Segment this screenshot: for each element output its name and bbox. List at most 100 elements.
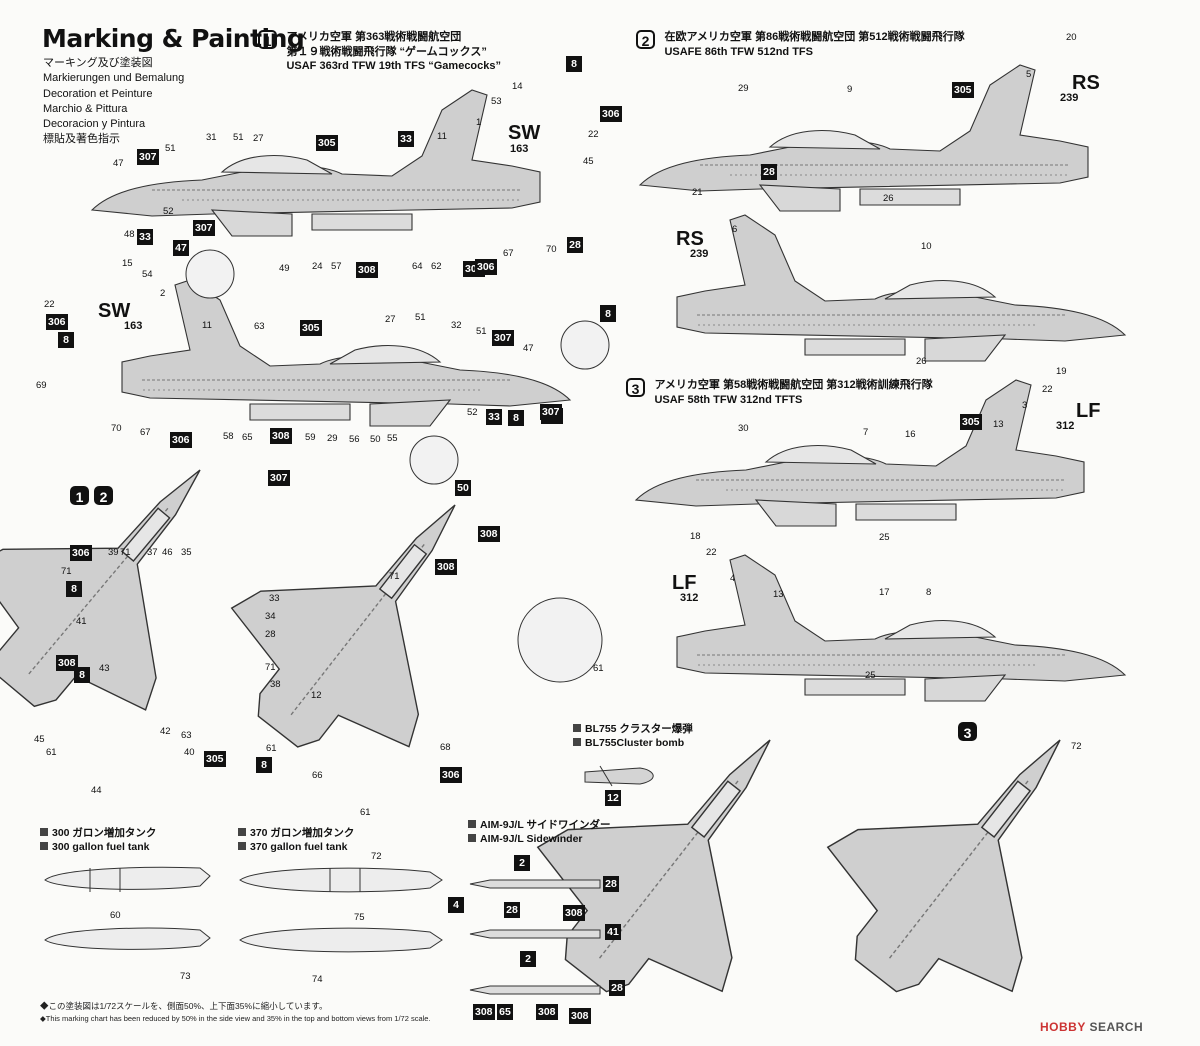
callout-number: 11 [202, 320, 212, 331]
callout-number: 22 [706, 547, 717, 558]
callout-number: 64 [412, 261, 423, 272]
callout-number: 37 [147, 547, 158, 558]
callout-number: 49 [279, 263, 290, 274]
color-tag: 33 [137, 229, 153, 245]
callout-number: 69 [36, 380, 47, 391]
section-3-title-en: USAF 58th TFW 312nd TFTS [654, 393, 803, 406]
color-tag: 2 [514, 855, 530, 871]
callout-number: 25 [879, 532, 890, 543]
color-tag: 50 [455, 480, 471, 496]
tank370-legend: 370 ガロン増加タンク 370 gallon fuel tank [238, 826, 354, 854]
callout-number: 56 [349, 434, 360, 445]
watermark-suffix: SEARCH [1089, 1020, 1144, 1034]
fuel-tanks-370 [239, 867, 443, 953]
badge-3: 3 [958, 722, 977, 741]
tail-code-s2-upper: RS [1072, 72, 1100, 94]
watermark-brand: HOBBY [1040, 1020, 1086, 1034]
section-2-title-en: USAFE 86th TFW 512nd TFS [664, 45, 813, 58]
callout-number: 5 [1026, 69, 1032, 80]
callout-number: 60 [110, 910, 121, 921]
lang-fr: Decoration et Peinture [43, 87, 153, 100]
callout-number: 71 [120, 547, 131, 558]
section-1-number: 1 [258, 30, 277, 49]
s1-side-view-lower [121, 279, 571, 427]
callout-number: 73 [180, 971, 191, 982]
color-tag: 28 [761, 164, 777, 180]
callout-number: 17 [879, 587, 890, 598]
color-tag: 308 [356, 262, 378, 278]
color-tag: 307 [268, 470, 290, 486]
color-tag: 41 [605, 924, 621, 940]
callout-number: 4 [730, 573, 736, 584]
callout-number: 9 [847, 84, 853, 95]
tank370-label-jp: 370 ガロン増加タンク [250, 827, 355, 839]
sidewinder-missiles [469, 879, 601, 995]
callout-number: 48 [124, 229, 135, 240]
color-tag: 307 [540, 404, 562, 420]
tail-code-s1-lower: SW [98, 300, 131, 322]
color-tag: 305 [316, 135, 338, 151]
callout-number: 70 [546, 244, 557, 255]
footnote-jp: ◆この塗装図は1/72スケールを、側面50%、上下面35%に縮小しています。 [40, 1001, 328, 1011]
callout-number: 26 [916, 356, 927, 367]
sidewinder-legend: AIM-9J/L サイドワインダー AIM-9J/L Sidewinder [468, 818, 610, 846]
callout-number: 29 [738, 83, 749, 94]
section-2-number: 2 [636, 30, 655, 49]
callout-number: 27 [385, 314, 396, 325]
callout-number: 42 [160, 726, 171, 737]
section-2-header: 2 在欧アメリカ空軍 第86戦術戦闘航空団 第512戦術戦闘飛行隊 USAFE … [636, 30, 965, 60]
callout-number: 71 [265, 662, 276, 673]
callout-number: 13 [993, 419, 1004, 430]
callout-number: 74 [312, 974, 323, 985]
lang-es: Decoracion y Pintura [43, 118, 146, 131]
callout-number: 68 [440, 742, 451, 753]
callout-number: 22 [44, 299, 55, 310]
color-tag: 33 [398, 131, 414, 147]
callout-number: 22 [1042, 384, 1053, 395]
lang-it: Marchio & Pittura [43, 102, 128, 115]
color-tag: 8 [508, 410, 524, 426]
callout-number: 6 [732, 224, 738, 235]
section-3-header: 3 アメリカ空軍 第58戦術戦闘航空団 第312戦術訓練飛行隊 USAF 58t… [626, 378, 933, 408]
color-tag: 307 [193, 220, 215, 236]
callout-number: 22 [588, 129, 599, 140]
callout-number: 51 [476, 326, 487, 337]
callout-number: 50 [370, 434, 381, 445]
badge-2: 2 [94, 486, 113, 505]
s12-top-view [0, 396, 287, 764]
detail-circle-nose [560, 320, 610, 370]
callout-number: 7 [863, 427, 869, 438]
color-tag: 8 [58, 332, 74, 348]
callout-number: 47 [523, 343, 534, 354]
tail-code-s3-upper: LF [1076, 400, 1101, 422]
tail-serial-s1-upper: 163 [510, 143, 529, 155]
callout-number: 47 [113, 158, 124, 169]
callout-number: 63 [254, 321, 265, 332]
callout-number: 72 [1071, 741, 1082, 752]
tail-serial-s2-lower: 239 [690, 248, 709, 260]
tail-code-s2-lower: RS [676, 228, 704, 250]
color-tag: 308 [56, 655, 78, 671]
section-2-title-jp: 在欧アメリカ空軍 第86戦術戦闘航空団 第512戦術戦闘飛行隊 [664, 31, 965, 43]
color-tag: 28 [603, 876, 619, 892]
callout-number: 35 [181, 547, 192, 558]
color-tag: 33 [486, 409, 502, 425]
callout-number: 13 [773, 589, 784, 600]
tank300-label-en: 300 gallon fuel tank [52, 841, 150, 853]
callout-number: 44 [91, 785, 102, 796]
callout-number: 45 [34, 734, 45, 745]
lang-jp: マーキング及び塗装図 [43, 57, 153, 69]
sidewinder-label-en: AIM-9J/L Sidewinder [480, 833, 583, 845]
tail-serial-s1-lower: 163 [124, 320, 143, 332]
color-tag: 308 [478, 526, 500, 542]
callout-number: 29 [327, 433, 338, 444]
color-tag: 47 [173, 240, 189, 256]
callout-number: 59 [305, 432, 316, 443]
callout-number: 21 [692, 187, 703, 198]
callout-number: 18 [690, 531, 701, 542]
color-tag: 306 [475, 259, 497, 275]
callout-number: 26 [883, 193, 894, 204]
callout-number: 2 [160, 288, 166, 299]
